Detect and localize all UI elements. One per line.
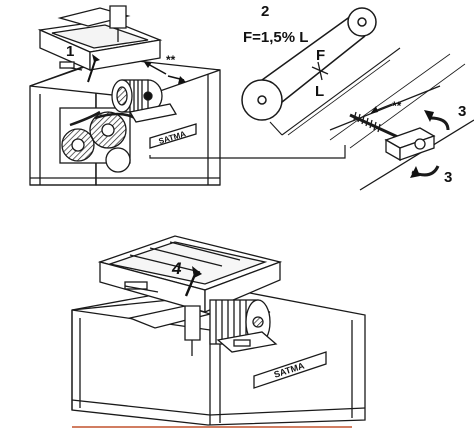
step-4-label: 4	[171, 259, 182, 278]
belt-detail	[241, 7, 466, 149]
stars-top-label: **	[166, 53, 176, 67]
top-machine	[29, 5, 221, 186]
step-2-label: 2	[261, 3, 269, 20]
step-3-bottom-label: 3	[444, 169, 452, 186]
leader-line	[149, 145, 346, 159]
tensioner-detail	[329, 85, 474, 191]
bottom-machine	[71, 235, 366, 426]
l-label: L	[315, 83, 324, 100]
stars-detail-label: **	[392, 99, 402, 113]
step-3-top-label: 3	[458, 103, 466, 120]
step-1-label: 1	[66, 43, 74, 60]
formula-label: F=1,5% L	[243, 29, 308, 46]
f-label: F	[316, 47, 325, 64]
